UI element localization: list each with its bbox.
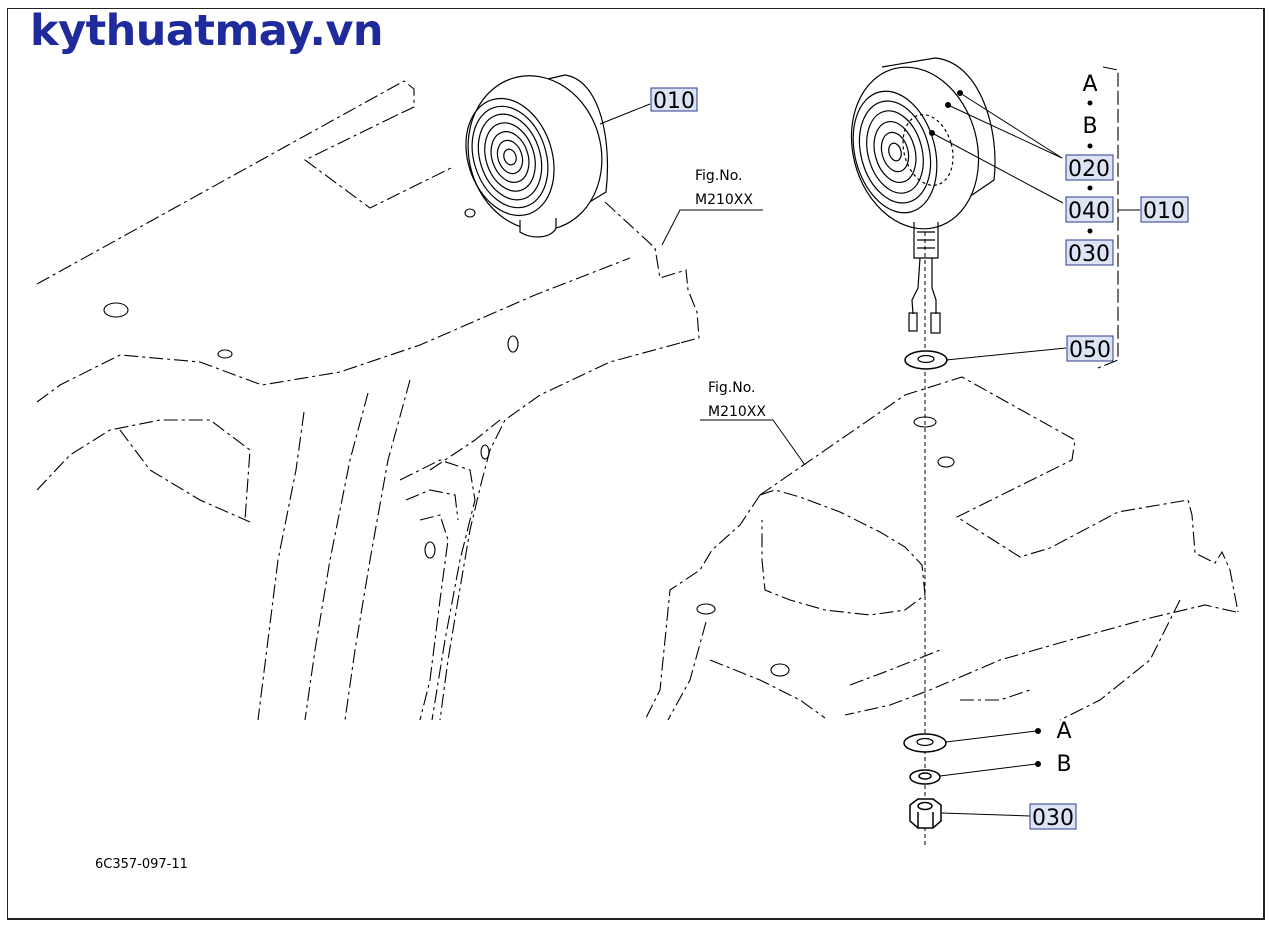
- washer-050-label: 050: [1069, 338, 1111, 363]
- left-fig-ref-line1: Fig.No.: [695, 168, 743, 184]
- left-fig-ref-line2: M210XX: [695, 192, 753, 208]
- right-fig-ref-line1: Fig.No.: [708, 380, 756, 396]
- drawing-code: 6C357-097-11: [95, 857, 188, 872]
- kit-part-040: 040: [1068, 199, 1110, 224]
- flat-washer: [903, 733, 947, 753]
- watermark-logo: kythuatmay.vn: [30, 6, 384, 56]
- left-fig-ref-leader: [661, 209, 763, 246]
- kit-assembly-label: 010: [1143, 199, 1185, 224]
- rubber-washer-050: [904, 350, 948, 370]
- right-fig-ref-line2: M210XX: [708, 404, 766, 420]
- spring-washer: [909, 769, 941, 785]
- washer-050-box: [1066, 335, 1114, 362]
- kit-assembly-box: [1140, 196, 1189, 223]
- washer-050-leader: [945, 347, 1067, 361]
- kit-part-030: 030: [1068, 242, 1110, 267]
- kit-sub-b: B: [1082, 114, 1097, 139]
- left-lamp-leader: [599, 103, 651, 125]
- left-lamp-part-label: 010: [653, 89, 695, 114]
- right-fig-ref-leader: [700, 419, 806, 466]
- right-frame-outline: [644, 376, 1239, 721]
- hardware-leaders: [939, 728, 1041, 817]
- kit-030-box: [1065, 239, 1114, 266]
- kit-part-020: 020: [1068, 157, 1110, 182]
- right-frame-holes: [696, 416, 955, 677]
- kit-bracket: [1097, 66, 1119, 369]
- hardware-label-a: A: [1056, 719, 1071, 744]
- drawing-frame: [7, 8, 1265, 920]
- right-work-lamp: [850, 57, 996, 334]
- nut-030-label: 030: [1032, 806, 1074, 831]
- kit-040-box: [1065, 196, 1114, 223]
- left-frame-outline: [36, 80, 700, 721]
- kit-020-box: [1065, 154, 1114, 181]
- left-frame-holes: [103, 208, 519, 559]
- nut-030-box: [1029, 803, 1077, 830]
- part-label-box: [650, 87, 698, 112]
- kit-leaders: [929, 90, 1093, 234]
- hardware-label-b: B: [1056, 752, 1071, 777]
- kit-sub-a: A: [1082, 72, 1097, 97]
- hex-nut: [909, 798, 942, 829]
- left-work-lamp: [465, 74, 609, 238]
